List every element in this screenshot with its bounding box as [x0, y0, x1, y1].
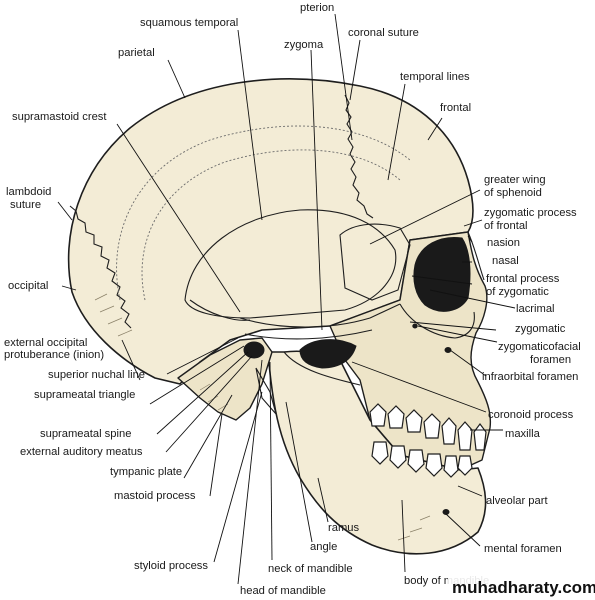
label-lambdoid-line2: suture — [10, 199, 41, 211]
label-zygoma: zygoma — [284, 39, 324, 51]
label-mastoid-process: mastoid process — [114, 490, 196, 502]
label-pterion: pterion — [300, 2, 334, 14]
label-temporal-lines: temporal lines — [400, 71, 470, 83]
label-zygomatic-process-frontal-line2: of frontal — [484, 220, 528, 232]
label-lambdoid-line1: lambdoid — [6, 186, 51, 198]
external-auditory-meatus-mark — [243, 341, 265, 359]
label-supramastoid-crest: supramastoid crest — [12, 111, 107, 123]
label-squamous-temporal: squamous temporal — [140, 17, 238, 29]
watermark: muhadharaty.com — [448, 576, 595, 598]
label-zygomatic: zygomatic — [515, 323, 566, 335]
mastoid-region — [177, 337, 273, 421]
label-coronoid-process: coronoid process — [488, 409, 574, 421]
label-zygomatic-process-frontal-line1: zygomatic process — [484, 207, 577, 219]
label-tympanic-plate: tympanic plate — [110, 466, 182, 478]
infratemporal-space — [299, 339, 357, 369]
skull-illustration — [67, 78, 492, 555]
label-nasion: nasion — [487, 237, 520, 249]
label-frontal-process-zygomatic-line2: of zygomatic — [486, 286, 549, 298]
labels: squamous temporal pterion coronal suture… — [4, 2, 581, 597]
label-external-occipital-line1: external occipital — [4, 337, 87, 349]
label-parietal: parietal — [118, 47, 155, 59]
zygomaticofacial-foramen-mark — [412, 323, 418, 329]
label-lacrimal: lacrimal — [516, 303, 555, 315]
label-mental-foramen: mental foramen — [484, 543, 562, 555]
label-frontal-process-zygomatic-line1: frontal process — [486, 273, 560, 285]
label-styloid-process: styloid process — [134, 560, 208, 572]
label-head-of-mandible: head of mandible — [240, 585, 326, 597]
lower-teeth — [371, 441, 473, 478]
label-occipital: occipital — [8, 280, 48, 292]
label-maxilla: maxilla — [505, 428, 541, 440]
label-alveolar-part: alveolar part — [486, 495, 548, 507]
label-ramus: ramus — [328, 522, 359, 534]
mental-foramen-mark — [442, 509, 450, 515]
watermark-text: muhadharaty.com — [452, 578, 595, 597]
label-frontal: frontal — [440, 102, 471, 114]
upper-teeth — [369, 403, 487, 451]
cranial-vault — [67, 78, 474, 385]
label-suprameatal-triangle: suprameatal triangle — [34, 389, 135, 401]
label-coronal-suture: coronal suture — [348, 27, 419, 39]
label-angle: angle — [310, 541, 337, 553]
leader-lines — [57, 13, 516, 585]
label-external-occipital-line2: protuberance (inion) — [4, 349, 104, 361]
label-external-auditory-meatus: external auditory meatus — [20, 446, 143, 458]
label-greater-wing-line2: of sphenoid — [484, 187, 542, 199]
label-zygomaticofacial-line1: zygomaticofacial — [498, 341, 581, 353]
label-greater-wing-line1: greater wing — [484, 174, 546, 186]
label-infraorbital-foramen: infraorbital foramen — [482, 371, 578, 383]
infraorbital-foramen-mark — [444, 347, 452, 353]
label-nasal: nasal — [492, 255, 519, 267]
label-zygomaticofacial-line2: foramen — [530, 354, 571, 366]
label-neck-of-mandible: neck of mandible — [268, 563, 353, 575]
label-suprameatal-spine: suprameatal spine — [40, 428, 131, 440]
label-superior-nuchal-line: superior nuchal line — [48, 369, 145, 381]
